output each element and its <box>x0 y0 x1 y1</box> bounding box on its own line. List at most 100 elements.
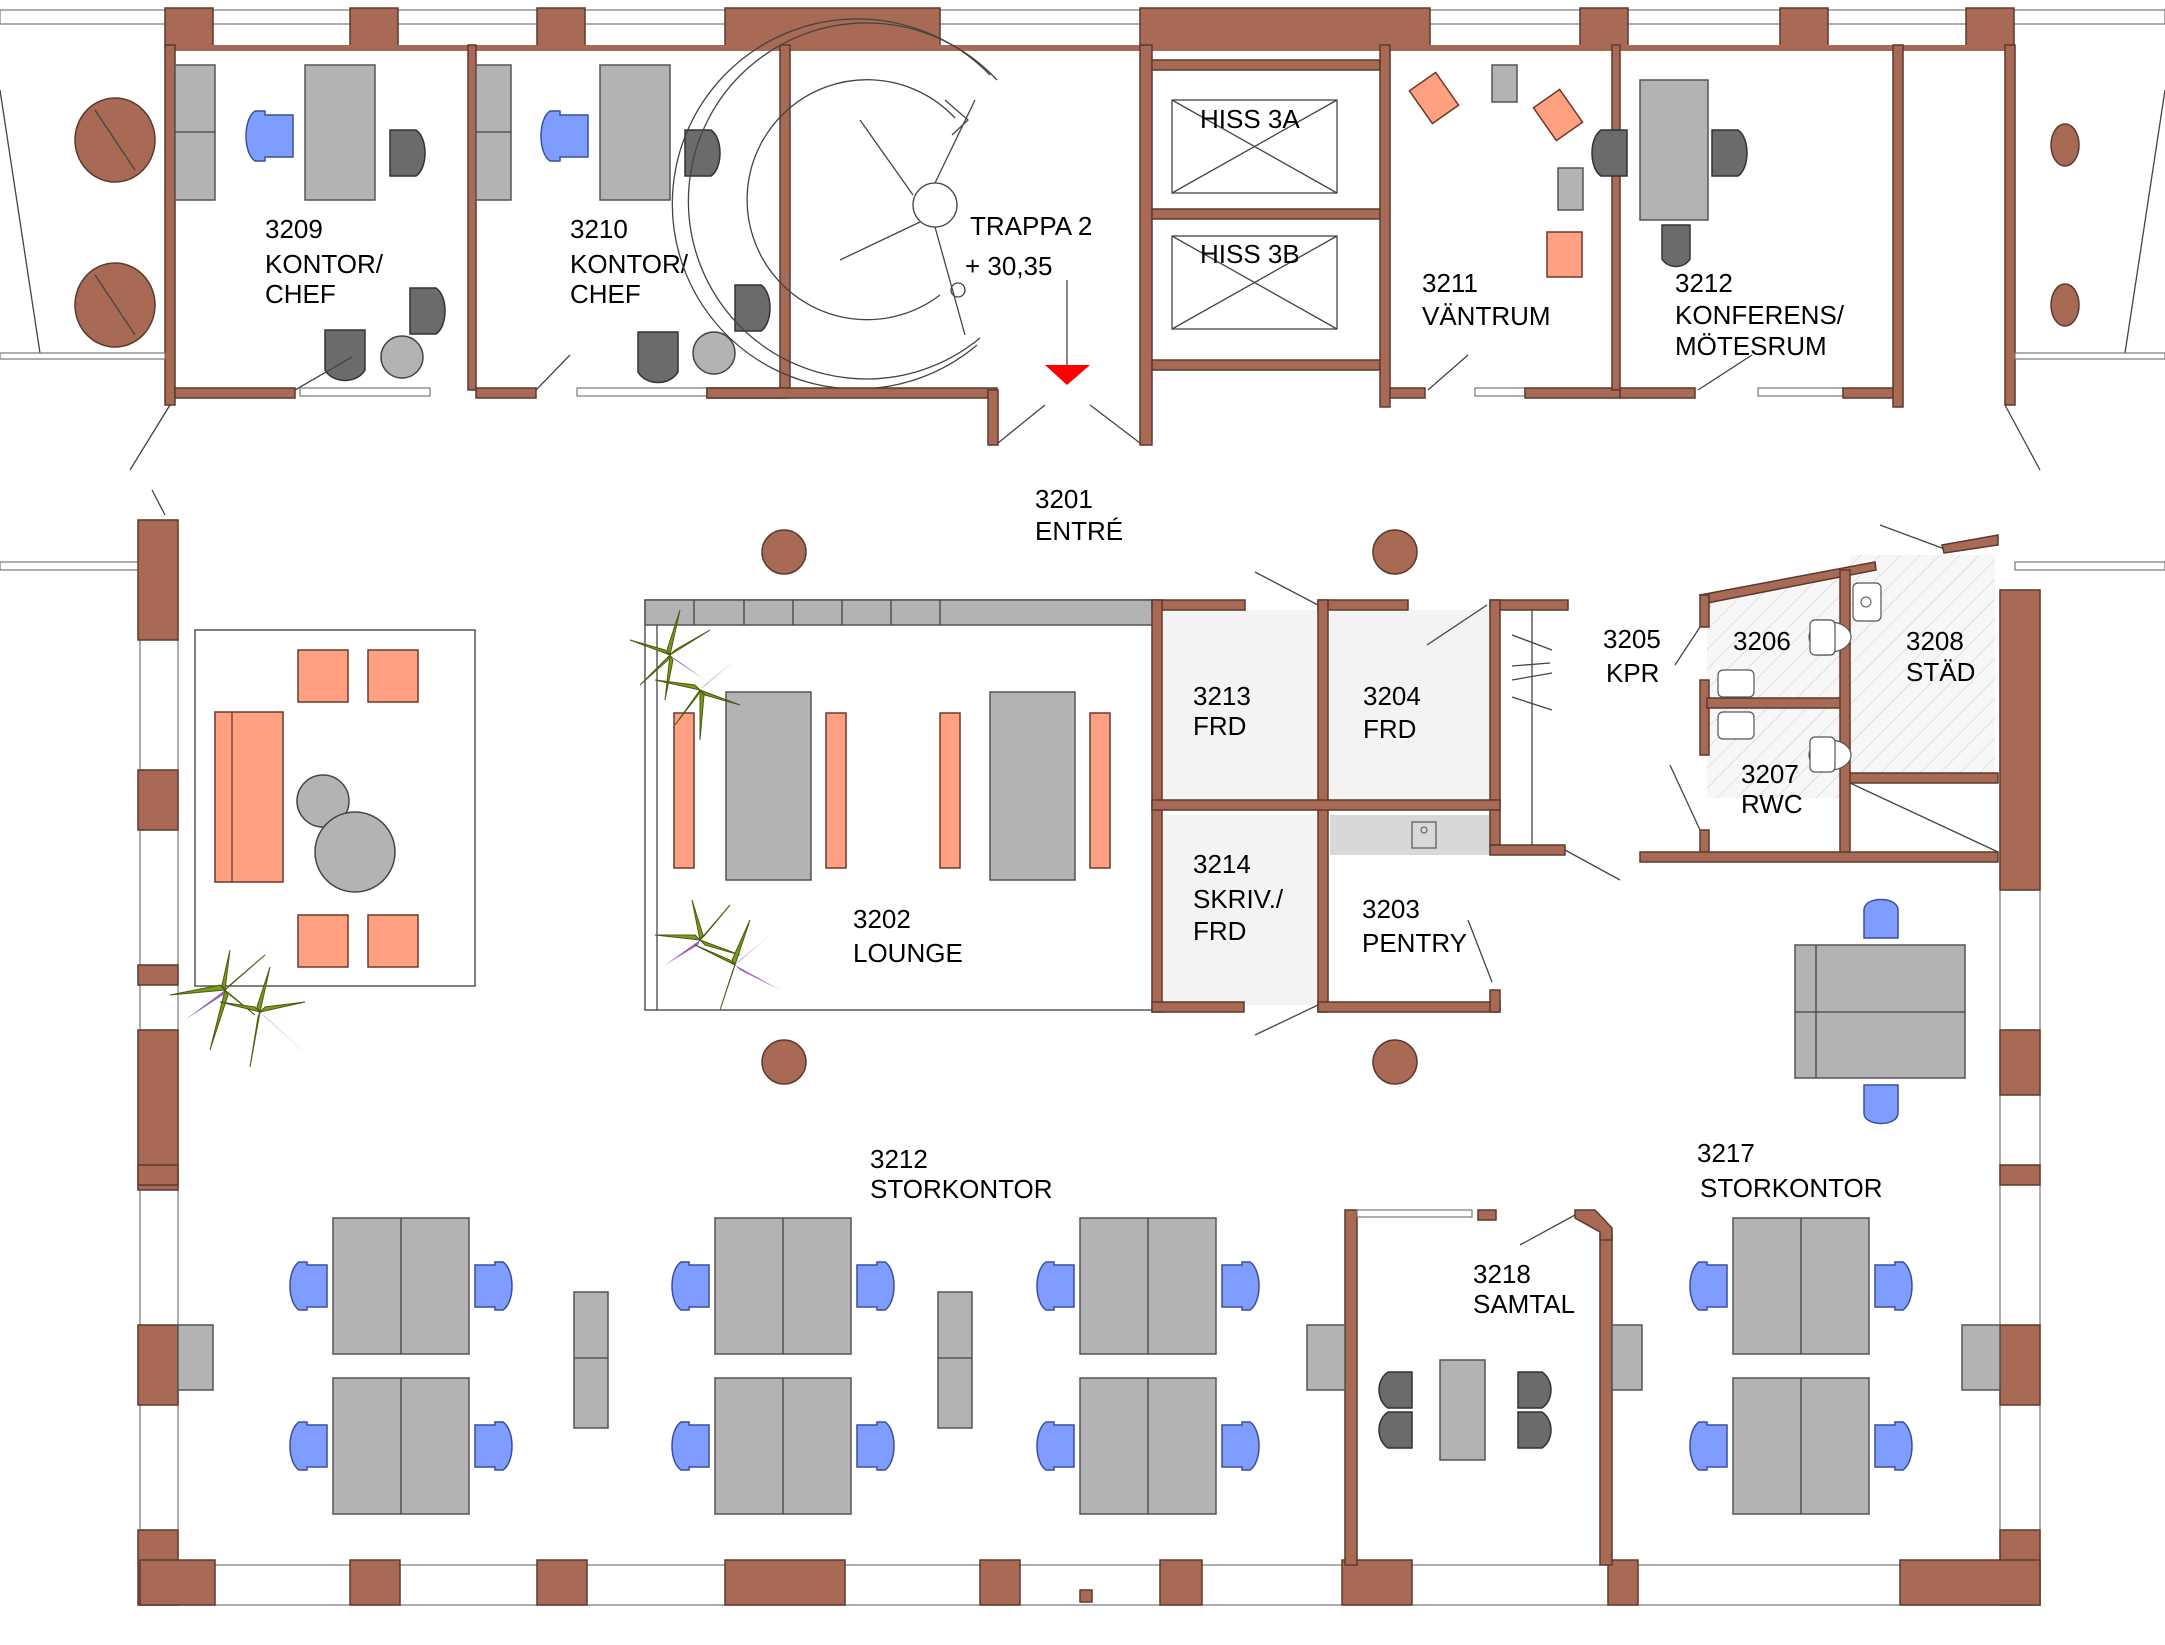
chair-icon <box>1378 1411 1413 1449</box>
chair-icon <box>684 129 721 177</box>
room-number: 3203 <box>1362 894 1420 924</box>
chair-icon <box>1711 129 1748 177</box>
chair-icon <box>1591 129 1628 177</box>
room-number: 3209 <box>265 214 323 244</box>
chair-icon <box>324 329 366 382</box>
room-name: FRD <box>1193 916 1246 946</box>
column-icon <box>761 529 807 575</box>
door-swing[interactable] <box>1674 626 1701 666</box>
door-swing[interactable] <box>1564 849 1621 881</box>
room-number: 3204 <box>1363 681 1421 711</box>
chair-icon <box>409 287 446 335</box>
column-icon <box>2050 123 2080 167</box>
chair-icon <box>1517 1411 1552 1449</box>
room-name: KONTOR/ <box>570 249 689 279</box>
room-3201-entre: 3201 ENTRÉ <box>761 484 1418 1085</box>
room-name: ENTRÉ <box>1035 516 1123 546</box>
room-number: 3212 <box>1675 268 1733 298</box>
door-swing[interactable] <box>1089 404 1141 444</box>
chair-icon <box>671 1421 710 1471</box>
door-swing[interactable] <box>1669 764 1701 831</box>
room-3204: 3204 FRD <box>1330 604 1490 800</box>
room-3218-samtal: 3218 SAMTAL <box>1306 1209 1643 1566</box>
storage-cabinet <box>937 1291 973 1429</box>
chair-icon <box>1863 1084 1899 1125</box>
column-icon <box>1372 1039 1418 1085</box>
room-name: RWC <box>1741 789 1803 819</box>
sofa-icon <box>214 711 284 883</box>
door-swing[interactable] <box>1697 354 1753 391</box>
room-number: 3213 <box>1193 681 1251 711</box>
room-3212-storkontor: 3212 STORKONTOR <box>177 1144 1053 1391</box>
elevator-label: HISS 3A <box>1200 104 1300 134</box>
room-name: CHEF <box>265 279 336 309</box>
chair-icon <box>671 1261 710 1311</box>
room-3211: 3211 VÄNTRUM <box>1389 64 1621 399</box>
door-swing[interactable] <box>294 356 353 391</box>
door-swing[interactable] <box>151 489 166 516</box>
door-swing[interactable] <box>1467 919 1493 983</box>
room-3213: 3213 FRD <box>1160 610 1320 800</box>
room-name: STORKONTOR <box>870 1174 1053 1204</box>
door-swing[interactable] <box>1879 524 1943 549</box>
room-3212-konferens: 3212 KONFERENS/ MÖTESRUM <box>1591 79 1894 399</box>
room-number: 3212 <box>870 1144 928 1174</box>
room-number: 3202 <box>853 904 911 934</box>
frd-walls <box>1151 571 1621 1036</box>
stair-level: + 30,35 <box>965 251 1052 281</box>
elevator-3a: HISS 3A <box>1151 59 1381 220</box>
chair-icon <box>1517 1371 1552 1409</box>
desk-groups <box>289 1217 1913 1515</box>
room-name: SKRIV./ <box>1193 884 1284 914</box>
room-name: LOUNGE <box>853 938 963 968</box>
door-swing[interactable] <box>1519 1214 1576 1246</box>
room-number: 3205 <box>1603 624 1661 654</box>
chair-icon <box>1874 1421 1913 1471</box>
room-name: PENTRY <box>1362 928 1467 958</box>
partition-wall <box>467 44 477 391</box>
sink-icon <box>1852 582 1882 622</box>
chair-icon <box>856 1421 895 1471</box>
door-swing[interactable] <box>535 354 571 391</box>
door-swing[interactable] <box>1254 1004 1319 1036</box>
door-swing[interactable] <box>1427 354 1469 391</box>
room-name: SAMTAL <box>1473 1289 1575 1319</box>
chair-icon <box>474 1421 513 1471</box>
room-number: 3211 <box>1422 268 1478 298</box>
door-swing[interactable] <box>2004 404 2041 471</box>
elevator-3b: HISS 3B <box>1151 235 1381 371</box>
room-number: 3207 <box>1741 759 1799 789</box>
outer-walls <box>0 7 2165 1606</box>
plant-icon <box>629 609 741 741</box>
room-name: VÄNTRUM <box>1422 301 1551 331</box>
chair-icon <box>289 1421 328 1471</box>
room-name: KONFERENS/ <box>1675 300 1845 330</box>
door-swing[interactable] <box>129 404 171 471</box>
room-name: FRD <box>1193 711 1246 741</box>
room-number: 3217 <box>1697 1138 1755 1168</box>
chair-icon <box>1661 224 1691 268</box>
chair-icon <box>1221 1421 1260 1471</box>
sink-icon <box>1717 711 1755 740</box>
chair-icon <box>734 284 771 332</box>
sink-icon <box>1411 821 1437 849</box>
room-name: KONTOR/ <box>265 249 384 279</box>
chair-icon <box>637 331 679 384</box>
room-name: FRD <box>1363 714 1416 744</box>
entrance-marker-icon <box>1045 365 1090 385</box>
door-swing[interactable] <box>997 404 1046 444</box>
room-3209: 3209 KONTOR/ CHEF <box>174 64 446 399</box>
room-number: 3206 <box>1733 626 1791 656</box>
chair-icon <box>1036 1421 1075 1471</box>
plant-icon <box>169 949 310 1068</box>
door-swing[interactable] <box>1254 571 1319 606</box>
room-3217-storkontor: 3217 STORKONTOR <box>1697 1138 2001 1391</box>
plant-icon <box>654 899 780 1011</box>
door-swing[interactable] <box>1426 604 1488 646</box>
chair-icon <box>540 110 589 162</box>
chair-icon <box>389 129 426 177</box>
room-name: CHEF <box>570 279 641 309</box>
sink-icon <box>1717 669 1755 698</box>
room-3203: 3203 PENTRY <box>1330 815 1493 983</box>
